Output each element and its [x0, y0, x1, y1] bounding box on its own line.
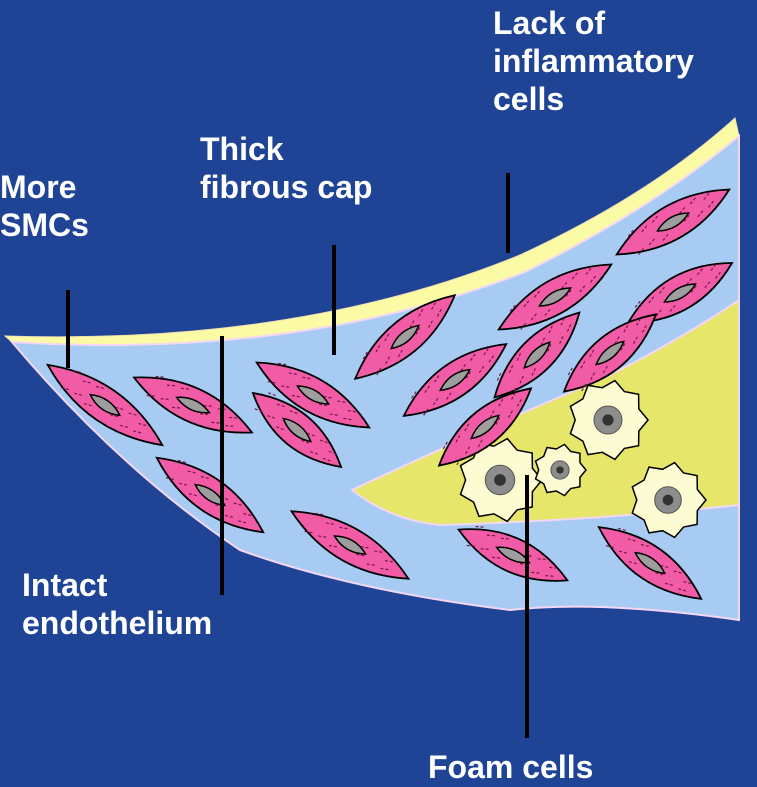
label-thick-fibrous-cap: Thick fibrous cap — [200, 130, 372, 206]
label-foam-cells: Foam cells — [428, 748, 593, 786]
label-more-smcs: More SMCs — [0, 168, 89, 244]
label-lack-inflammatory-cells: Lack of inflammatory cells — [493, 4, 694, 118]
label-intact-endothelium: Intact endothelium — [22, 566, 212, 642]
